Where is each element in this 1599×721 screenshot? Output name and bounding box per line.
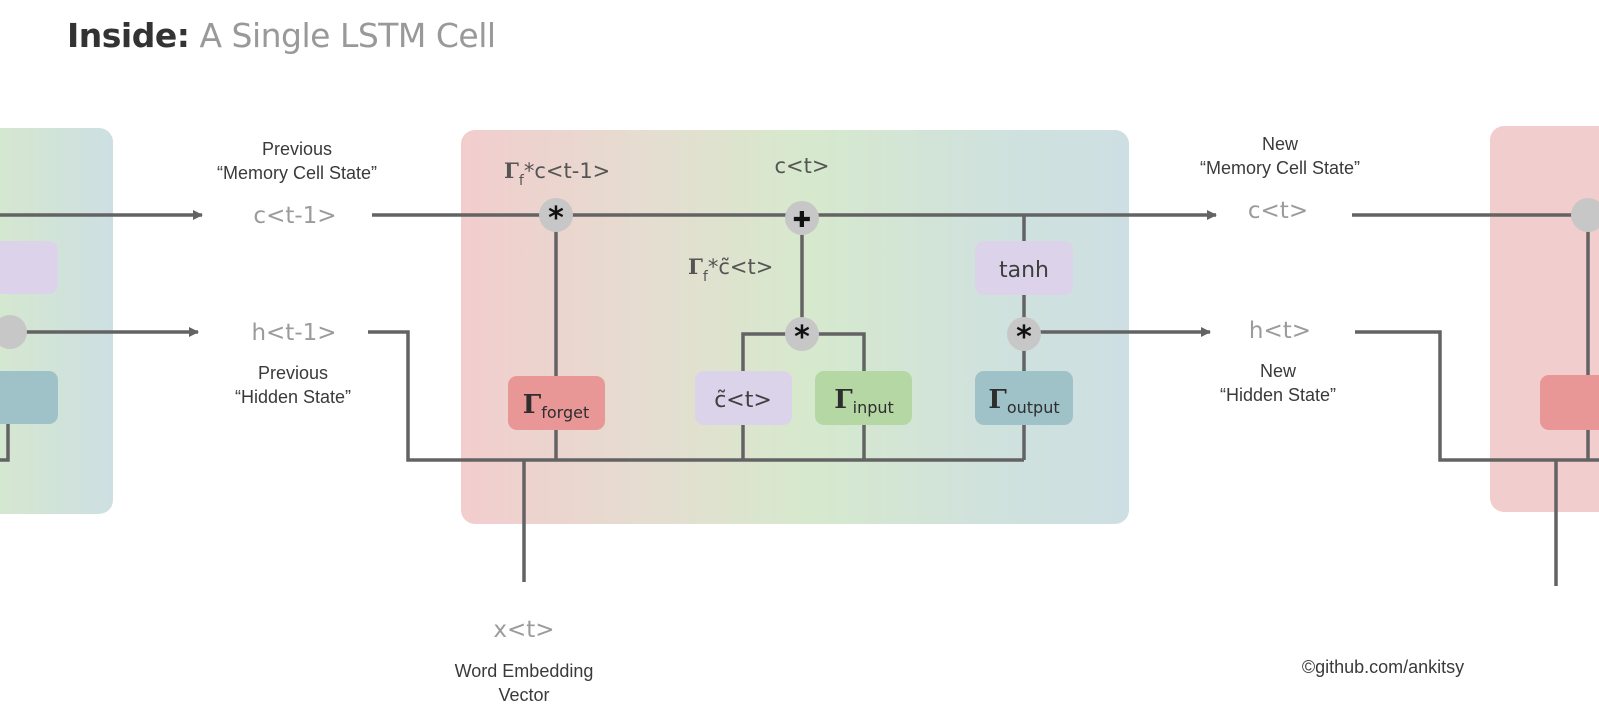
input-gate-label: Γinput	[834, 385, 894, 417]
input-caption-1: Word Embedding	[455, 661, 594, 681]
new-hidden-label: h<t>	[1249, 318, 1311, 344]
output-gate-box	[975, 371, 1073, 425]
candidate-product-label: Γf*c̃<t>	[688, 254, 773, 285]
input-caption-2: Vector	[498, 685, 549, 705]
input-gamma: Γ	[834, 385, 853, 415]
wire-prev-left-vertical	[0, 424, 10, 462]
prev-cell-caption-2: “Memory Cell State”	[217, 163, 377, 183]
candidate-label: c̃<t>	[714, 388, 772, 413]
cell-state-mid-label: c<t>	[775, 154, 830, 178]
next-cell-circle	[1571, 198, 1599, 232]
next-cell-forget-gate-box	[1540, 375, 1599, 430]
input-multiply-circle	[785, 317, 819, 351]
prev-hidden-caption-2: “Hidden State”	[235, 387, 351, 407]
new-cell-caption-2: “Memory Cell State”	[1200, 158, 1360, 178]
output-sub: output	[1007, 398, 1060, 417]
forget-product-label: Γf*c<t-1>	[504, 158, 610, 189]
candidate-box	[695, 371, 792, 425]
output-gamma: Γ	[988, 385, 1007, 415]
add-circle	[785, 201, 819, 235]
output-multiply-symbol: *	[1016, 320, 1032, 355]
output-multiply-circle	[1007, 317, 1041, 351]
title-lead: Inside:	[67, 16, 190, 55]
next-cell-block	[1490, 126, 1599, 512]
new-hidden-caption-1: New	[1260, 361, 1297, 381]
tanh-box	[975, 241, 1073, 295]
wire-next-vertical	[1554, 215, 1590, 586]
prev-cell-caption-1: Previous	[262, 139, 332, 159]
prev-hidden-label: h<t-1>	[251, 320, 336, 346]
title-rest: A Single LSTM Cell	[199, 16, 496, 55]
input-gate-box	[815, 371, 912, 425]
tanh-label: tanh	[999, 258, 1049, 283]
previous-cell-circle	[0, 315, 27, 349]
wire-next-hidden	[1355, 330, 1599, 462]
wire-hidden-feed	[368, 330, 1024, 462]
prev-cell-label: c<t-1>	[253, 203, 336, 229]
new-cell-label: c<t>	[1248, 198, 1308, 224]
output-gate-label: Γoutput	[988, 385, 1059, 417]
credit-text: ©github.com/ankitsy	[1302, 657, 1464, 677]
forget-multiply-symbol: *	[548, 201, 564, 236]
input-sub: input	[853, 398, 894, 417]
forget-multiply-circle	[539, 198, 573, 232]
input-label: x<t>	[493, 617, 554, 643]
input-multiply-symbol: *	[794, 320, 810, 355]
page-title: Inside: A Single LSTM Cell	[67, 16, 496, 55]
prev-hidden-caption-1: Previous	[258, 363, 328, 383]
forget-sub: forget	[541, 403, 589, 422]
forget-gate-label: Γforget	[523, 390, 589, 422]
new-hidden-caption-2: “Hidden State”	[1220, 385, 1336, 405]
forget-gamma: Γ	[523, 390, 542, 420]
new-cell-caption-1: New	[1262, 134, 1299, 154]
add-symbol: ✚	[793, 208, 811, 233]
previous-cell-tanh-box	[0, 241, 58, 294]
previous-cell-output-gate-box	[0, 371, 58, 424]
forget-gate-box	[508, 376, 605, 430]
